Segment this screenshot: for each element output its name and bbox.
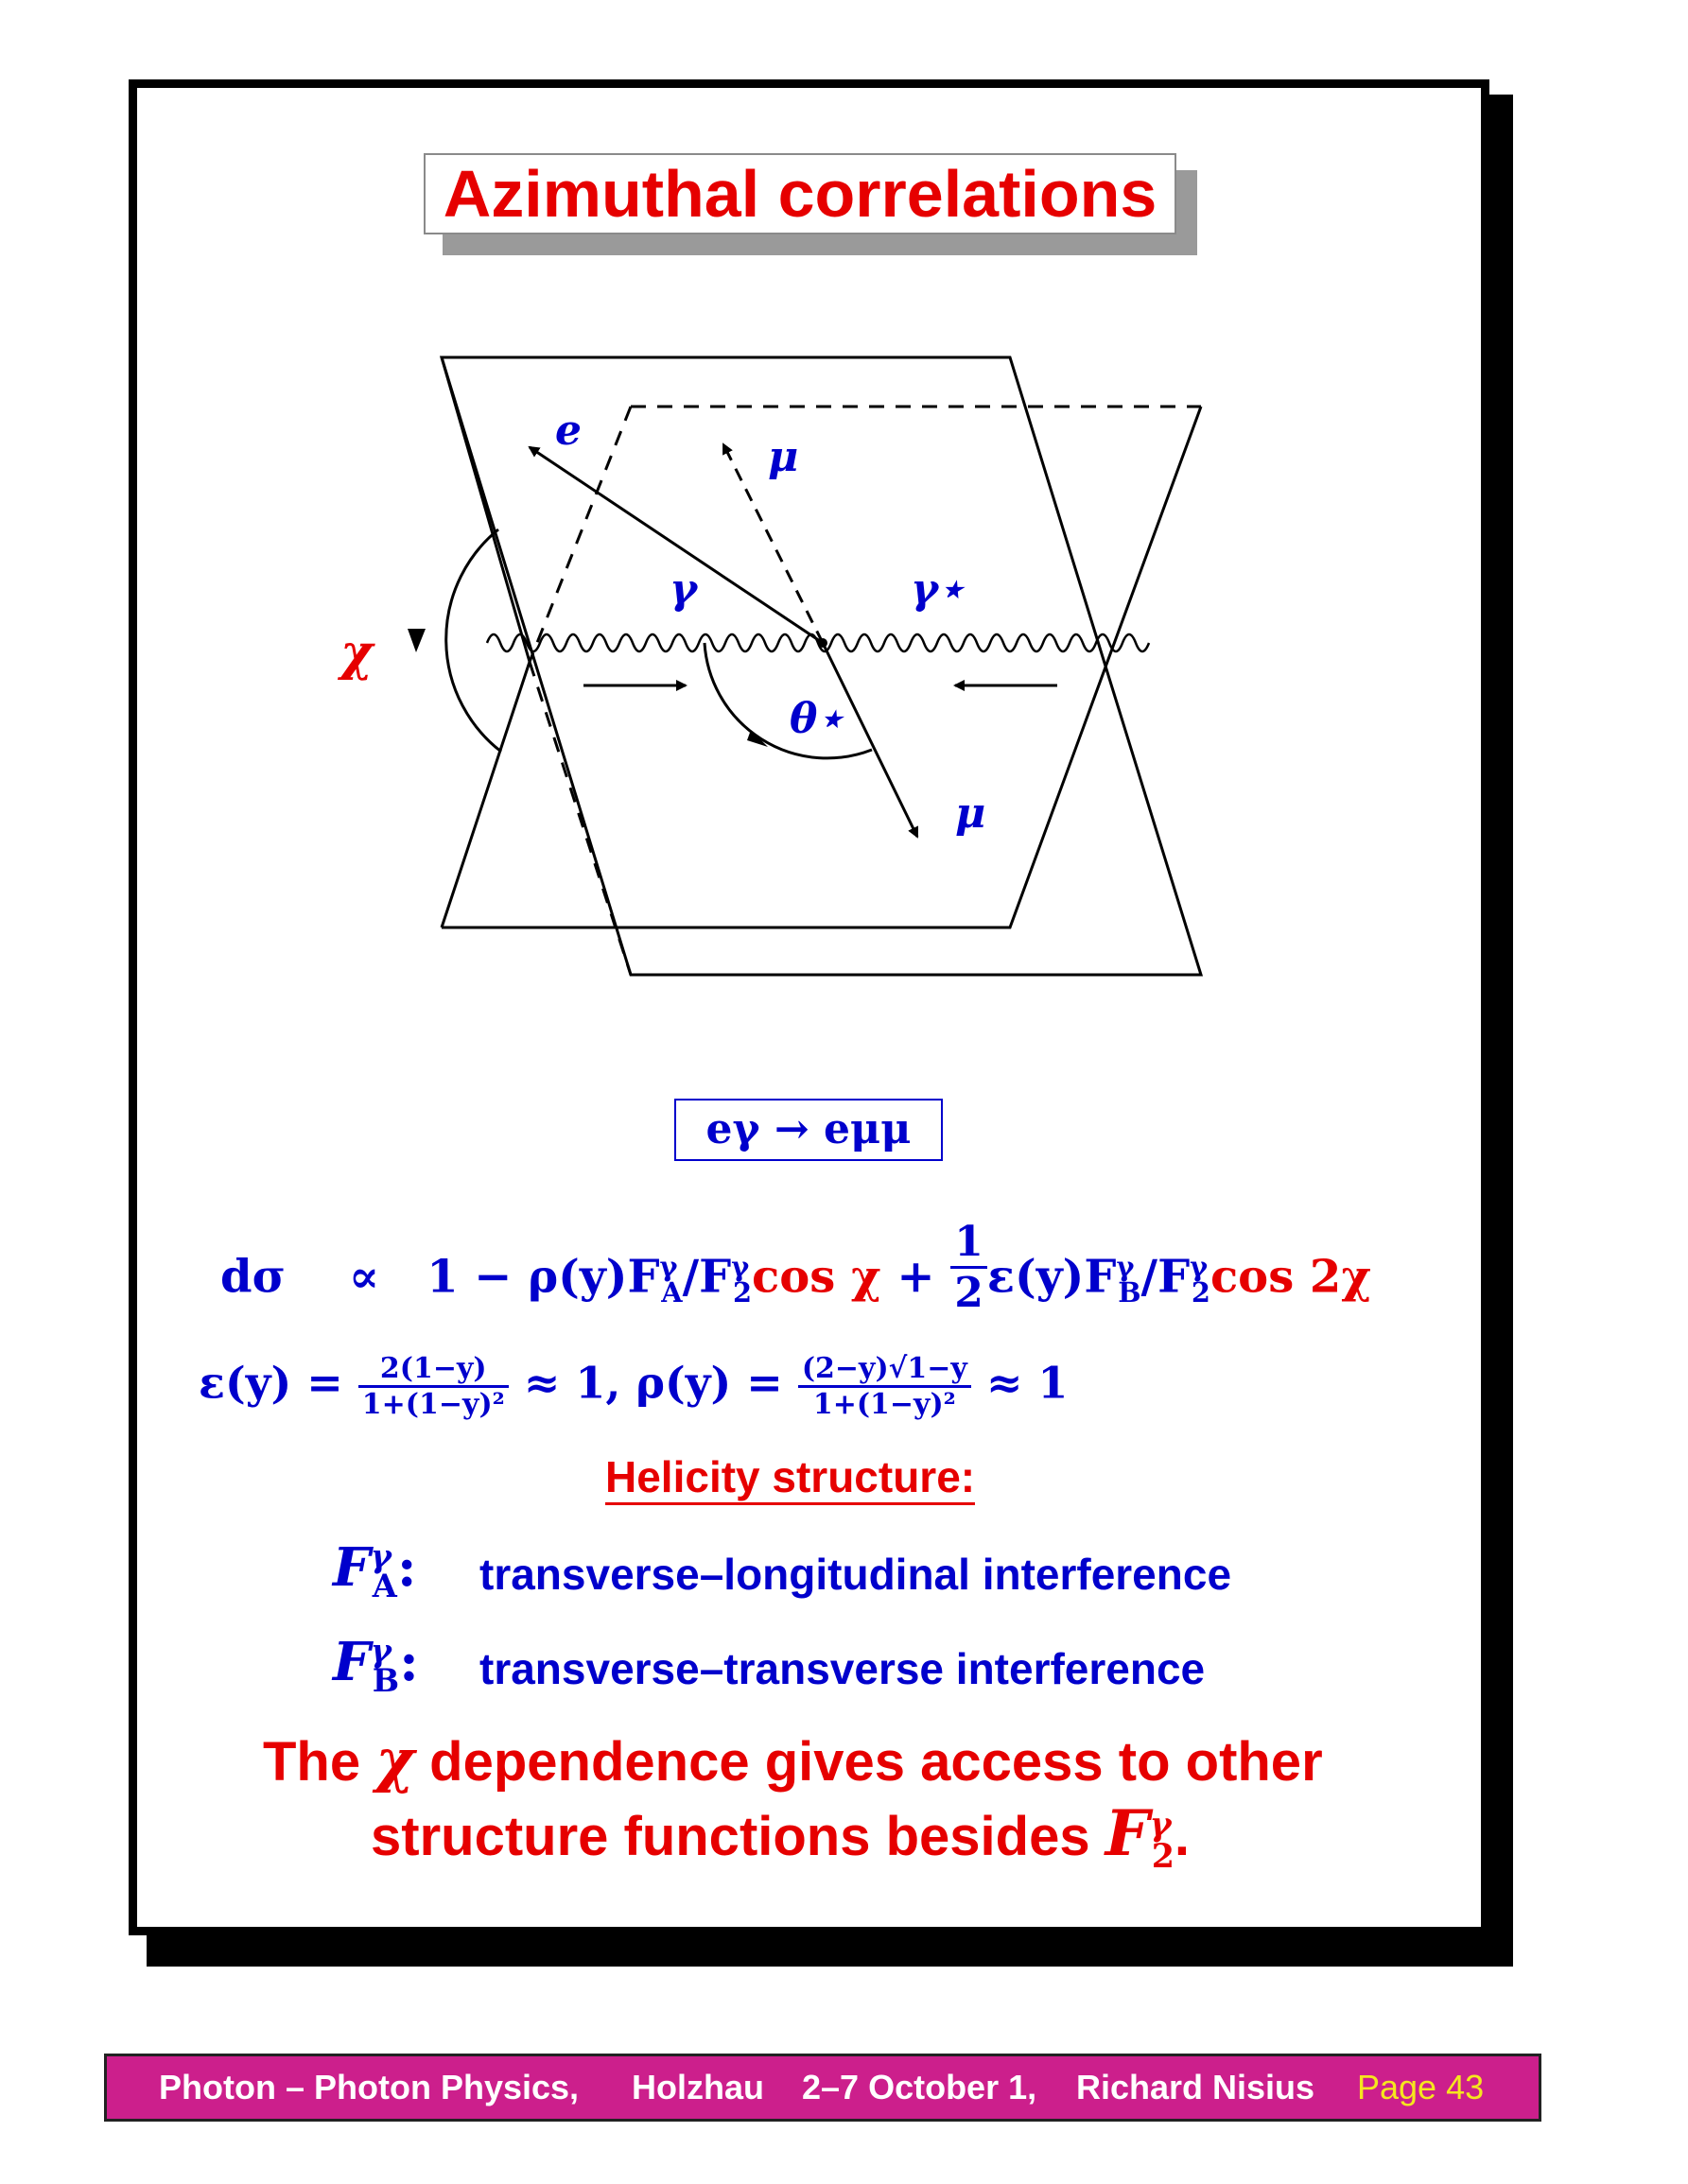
eq1-cos-2chi: cos 2χ <box>1209 1250 1371 1304</box>
conclusion-line1: The χ dependence gives access to other <box>263 1725 1323 1794</box>
muon-top-arrow <box>722 442 825 644</box>
equation-eps-rho: ε(y) = 2(1−y)1+(1−y)² ≈ 1, ρ(y) = (2−y)√… <box>199 1352 1068 1421</box>
fb-sup: γ <box>370 1631 392 1670</box>
concl-F: F <box>1105 1796 1150 1870</box>
helicity-heading: Helicity structure: <box>605 1451 976 1505</box>
label-chi: χ <box>340 624 374 682</box>
eq1-sup4: γ <box>1190 1250 1209 1283</box>
eq1-lhs: dσ <box>220 1250 286 1304</box>
label-gamma-star: γ⋆ <box>911 565 965 614</box>
eq1-slash2: /F <box>1140 1250 1191 1304</box>
eq2-rho-den: 1+(1−y)² <box>812 1388 956 1421</box>
eq2-eps-lhs: ε(y) = <box>199 1357 343 1409</box>
footer-page: Page 43 <box>1357 2068 1485 2106</box>
fb-F: F <box>333 1631 371 1693</box>
conclusion-line2: structure functions besides Fγ2. <box>371 1796 1190 1876</box>
fb-symbol: FγB: <box>333 1631 419 1699</box>
concl-chi: χ <box>375 1725 415 1794</box>
concl-F-sup: γ <box>1149 1805 1172 1845</box>
label-theta-star: θ⋆ <box>790 695 844 743</box>
eq2-eps-num: 2(1−y) <box>357 1352 509 1388</box>
concl-line1-text: dependence gives access to other <box>429 1731 1323 1793</box>
fb-sub: B <box>372 1661 400 1700</box>
label-e: e <box>555 407 582 455</box>
slide-frame <box>129 79 1489 1935</box>
eq1-cos-chi: cos χ <box>752 1250 881 1304</box>
label-mu-top: μ <box>768 433 799 481</box>
electron-arrow <box>528 445 824 645</box>
eq1-eps: ε(y)F <box>986 1250 1117 1304</box>
fa-sup: γ <box>370 1536 392 1575</box>
eq2-rho-lhs: ρ(y) = <box>635 1357 783 1409</box>
footer-date: 2–7 October 1, <box>802 2068 1037 2106</box>
eq1-slash1: /F <box>682 1250 732 1304</box>
eq1-sub2b: 2 <box>1191 1276 1210 1309</box>
eq1-subA: A <box>661 1276 683 1309</box>
hadron-plane <box>442 406 1203 929</box>
eq1-plus: + <box>896 1250 935 1304</box>
eq2-approx1: ≈ 1, <box>523 1357 621 1409</box>
label-gamma: γ <box>670 565 698 614</box>
label-mu-bottom: μ <box>955 789 986 838</box>
eq1-term1: 1 − ρ(y)F <box>426 1250 660 1304</box>
eq1-sub2a: 2 <box>733 1276 753 1309</box>
process-box: eγ → eμμ <box>674 1099 943 1161</box>
footer-talk: Photon – Photon Physics, <box>159 2068 580 2106</box>
footer-author: Richard Nisius <box>1076 2068 1315 2106</box>
eq1-sup1: γ <box>659 1250 678 1283</box>
concl-line2-text: structure functions besides <box>371 1806 1090 1867</box>
fa-symbol: FγA: <box>333 1536 417 1604</box>
fb-description: transverse–transverse interference <box>479 1644 1206 1693</box>
eq2-eps-den: 1+(1−y)² <box>361 1388 505 1421</box>
fa-F: F <box>333 1536 371 1599</box>
theta-arc <box>703 642 873 760</box>
fa-colon: : <box>396 1536 417 1599</box>
eq1-sup3: γ <box>1116 1250 1135 1283</box>
lepton-plane <box>439 355 1204 977</box>
eq1-half-num: 1 <box>950 1218 987 1269</box>
fa-sub: A <box>372 1567 397 1605</box>
eq1-prop: ∝ <box>348 1250 380 1304</box>
eq2-approx2: ≈ 1 <box>985 1357 1069 1409</box>
eq1-sup2: γ <box>731 1250 750 1283</box>
eq2-eps-frac: 2(1−y)1+(1−y)² <box>357 1352 509 1421</box>
concl-F-sub: 2 <box>1151 1836 1175 1876</box>
fb-colon: : <box>399 1631 419 1693</box>
chi-arc <box>444 528 502 754</box>
footer-bar: Photon – Photon Physics, Holzhau 2–7 Oct… <box>104 2054 1541 2122</box>
muon-bottom-arrow <box>821 642 919 839</box>
eq1-half-den: 2 <box>954 1269 983 1317</box>
concl-the: The <box>263 1731 361 1793</box>
fa-description: transverse–longitudinal interference <box>479 1550 1232 1599</box>
concl-period: . <box>1174 1806 1191 1867</box>
footer-location: Holzhau <box>632 2068 764 2106</box>
slide-title: Azimuthal correlations <box>424 153 1176 234</box>
eq1-subB: B <box>1118 1276 1141 1309</box>
eq2-rho-num: (2−y)√1−y <box>797 1352 971 1388</box>
